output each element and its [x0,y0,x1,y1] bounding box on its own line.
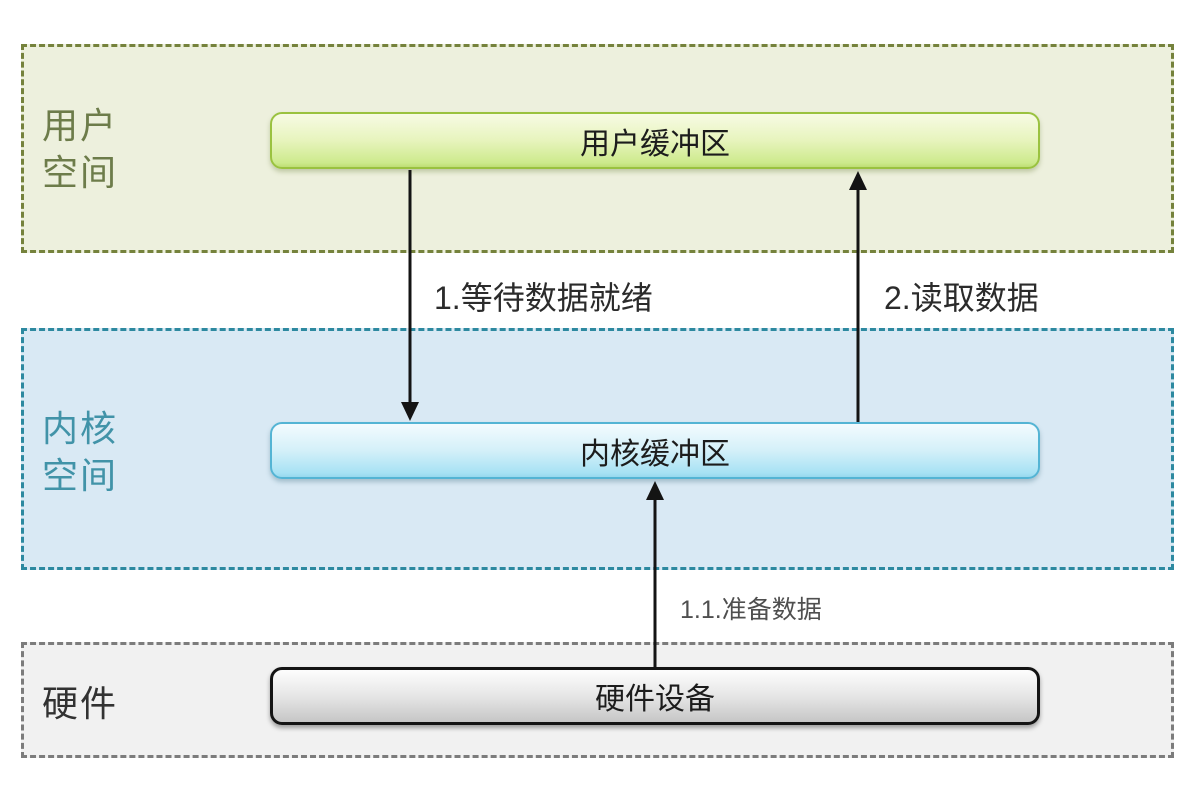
kernel-buffer-node-label: 内核缓冲区 [580,437,730,471]
prepare-data-label: 1.1.准备数据 [680,596,822,624]
user-buffer-node: 用户缓冲区 [270,112,1040,169]
kernel-space-label: 内核 空间 [42,408,119,496]
kernel-buffer-node: 内核缓冲区 [270,422,1040,479]
hardware-device-node: 硬件设备 [270,667,1040,725]
hardware-device-node-label: 硬件设备 [595,683,715,716]
user-buffer-node-label: 用户缓冲区 [580,127,730,161]
hardware-label: 硬件 [42,683,119,724]
user-space-label: 用户 空间 [42,105,119,193]
wait-data-ready-label: 1.等待数据就绪 [434,280,653,316]
read-data-label: 2.读取数据 [884,280,1039,316]
